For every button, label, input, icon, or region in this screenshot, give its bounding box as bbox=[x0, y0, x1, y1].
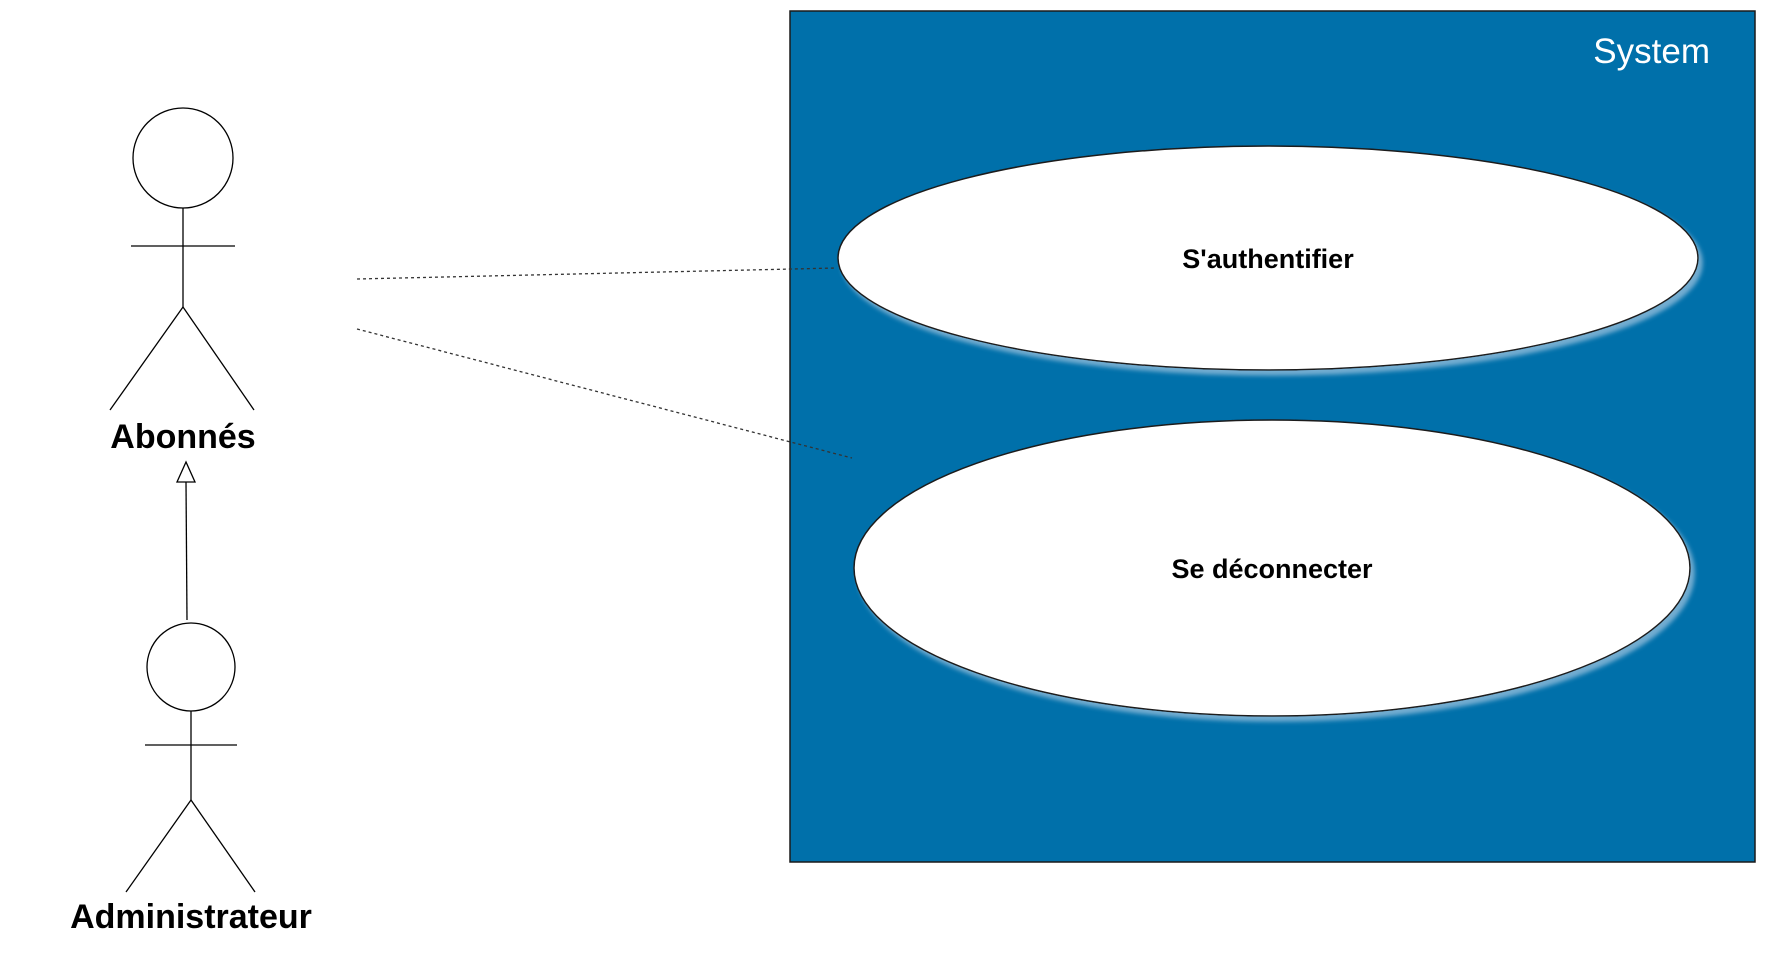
actor-administrateur-left-leg bbox=[125, 799, 192, 893]
actor-abonnes[interactable] bbox=[109, 107, 255, 411]
actor-administrateur-head bbox=[146, 622, 236, 712]
actor-administrateur-right-leg bbox=[190, 799, 256, 893]
use-case-authentifier-label: S'authentifier bbox=[1182, 244, 1354, 274]
actor-abonnes-label: Abonnés bbox=[110, 418, 255, 456]
generalization-administrateur-abonnes[interactable] bbox=[175, 460, 197, 621]
actor-administrateur[interactable] bbox=[125, 622, 256, 893]
generalization-line bbox=[185, 481, 188, 621]
use-case-authentifier-shape bbox=[837, 145, 1699, 371]
actor-abonnes-left-leg bbox=[109, 306, 184, 411]
actor-abonnes-head bbox=[132, 107, 234, 209]
system-label: System bbox=[1593, 32, 1710, 71]
use-case-deconnecter[interactable]: Se déconnecter bbox=[853, 419, 1691, 717]
use-case-deconnecter-label: Se déconnecter bbox=[1171, 554, 1373, 584]
actor-abonnes-right-leg bbox=[182, 306, 255, 411]
use-case-deconnecter-shape bbox=[853, 419, 1691, 717]
actor-administrateur-label: Administrateur bbox=[70, 898, 312, 936]
generalization-arrowhead bbox=[175, 460, 197, 483]
association-abonnes-authentifier[interactable] bbox=[356, 267, 837, 280]
use-case-authentifier[interactable]: S'authentifier bbox=[837, 145, 1699, 371]
association-abonnes-deconnecter[interactable] bbox=[356, 328, 853, 459]
